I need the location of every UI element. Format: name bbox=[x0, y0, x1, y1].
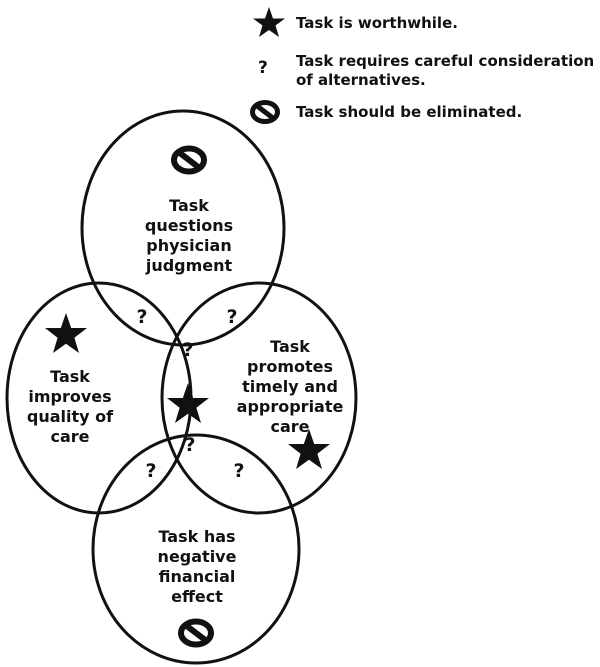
legend-label-consider: Task requires careful consideration of a… bbox=[296, 52, 595, 89]
bottom-circle-label-1: Task has bbox=[158, 527, 235, 546]
right-circle-label-2: promotes bbox=[247, 357, 333, 376]
circle-physician-judgment bbox=[80, 109, 286, 347]
right-circle-label-5: care bbox=[270, 417, 309, 436]
legend-label-worthwhile: Task is worthwhile. bbox=[296, 14, 458, 32]
question-mark: ? bbox=[182, 339, 193, 361]
top-circle-label-4: judgment bbox=[145, 256, 233, 275]
right-circle-label-1: Task bbox=[270, 337, 310, 356]
no-symbol-icon bbox=[178, 618, 214, 648]
star-icon bbox=[45, 313, 87, 353]
top-circle-label-3: physician bbox=[146, 236, 231, 255]
question-mark: ? bbox=[136, 306, 147, 328]
star-icon bbox=[253, 7, 285, 37]
question-icon: ? bbox=[258, 58, 268, 78]
legend-label-eliminate: Task should be eliminated. bbox=[296, 103, 523, 121]
left-circle-label-3: quality of bbox=[27, 407, 114, 426]
question-mark: ? bbox=[145, 460, 156, 482]
bottom-circle-label-2: negative bbox=[158, 547, 237, 566]
left-circle-label-1: Task bbox=[50, 367, 90, 386]
circle-financial-effect bbox=[91, 433, 301, 665]
star-icon bbox=[167, 383, 209, 423]
top-circle-label-1: Task bbox=[169, 196, 209, 215]
bottom-circle-label-3: financial bbox=[159, 567, 236, 586]
question-mark: ? bbox=[233, 460, 244, 482]
right-circle-label-4: appropriate bbox=[237, 397, 344, 416]
question-mark: ? bbox=[226, 306, 237, 328]
bottom-circle-label-4: effect bbox=[171, 587, 223, 606]
no-symbol-icon bbox=[171, 145, 207, 175]
question-mark: ? bbox=[184, 434, 195, 456]
left-circle-label-2: improves bbox=[28, 387, 111, 406]
left-circle-label-4: care bbox=[50, 427, 89, 446]
circle-timely-care bbox=[160, 281, 358, 515]
right-circle-label-3: timely and bbox=[242, 377, 338, 396]
top-circle-label-2: questions bbox=[145, 216, 233, 235]
no-symbol-icon bbox=[250, 100, 280, 124]
